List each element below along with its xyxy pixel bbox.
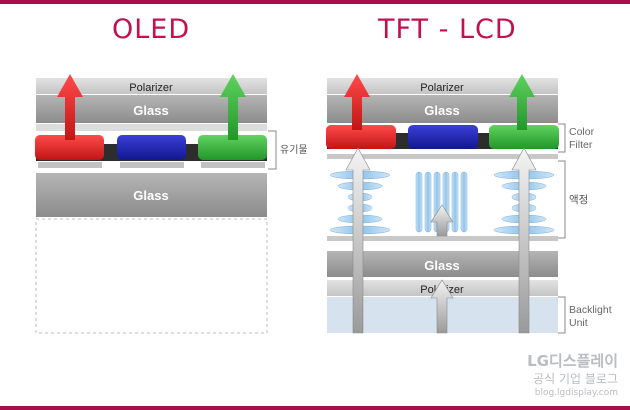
lcd-polarizer-top-label: Polarizer: [420, 82, 464, 94]
watermark-brand: LG디스플레이: [527, 352, 618, 370]
watermark-subtitle: 공식 기업 블로그: [533, 372, 618, 386]
oled-glass-top-label: Glass: [133, 103, 168, 118]
lcd-color-filter-label-line2: Filter: [569, 139, 593, 151]
lcd-backlight-label-line2: Unit: [569, 317, 588, 329]
lcd-lc-upper-boundary: [327, 154, 558, 159]
oled-tft-pad-1: [38, 162, 102, 168]
oled-thin-layer: [36, 124, 267, 131]
oled-title: OLED: [112, 14, 191, 45]
oled-red-arrow: [57, 74, 83, 140]
lcd-backlight-bracket: [558, 296, 566, 334]
lcd-liquid-crystal-label: 액정: [569, 194, 588, 206]
lcd-filter-red: [326, 125, 396, 149]
lcd-light-arrow-right: [511, 147, 537, 334]
lcd-polarizer-top-layer: [327, 78, 558, 94]
lcd-liquid-crystal-bracket: [558, 160, 566, 239]
oled-green-arrow: [220, 74, 246, 140]
top-accent-bar: [0, 0, 630, 4]
oled-tft-pad-3: [201, 162, 265, 168]
lcd-glass-bottom-label: Glass: [424, 258, 459, 273]
lcd-backlight-label-line1: Backlight: [569, 304, 612, 316]
oled-subpixel-blue: [117, 135, 186, 160]
oled-stack: Polarizer Glass Glass 유기물: [35, 74, 308, 334]
lcd-filter-blue: [408, 125, 478, 149]
oled-polarizer-label: Polarizer: [129, 82, 173, 94]
lcd-lc-lower-boundary: [327, 236, 558, 241]
oled-glass-bottom-layer: [36, 173, 267, 217]
lcd-light-arrow-left: [345, 147, 371, 334]
oled-tft-pad-2: [120, 162, 184, 168]
oled-glass-bottom-label: Glass: [133, 188, 168, 203]
oled-subpixel-green: [198, 135, 267, 160]
oled-empty-area: [35, 218, 268, 334]
lcd-light-arrow-middle-upper: [430, 204, 454, 237]
bottom-accent-bar: [0, 406, 630, 410]
oled-subpixel-red: [35, 135, 104, 160]
oled-organic-bracket: [268, 130, 277, 170]
lcd-filter-green: [489, 125, 559, 149]
lcd-title: TFT - LCD: [378, 14, 517, 45]
watermark-url: blog.lgdisplay.com: [534, 388, 618, 398]
oled-organic-label: 유기물: [280, 144, 308, 156]
lcd-green-arrow: [509, 74, 535, 130]
lcd-light-arrow-middle-lower: [430, 279, 454, 334]
lcd-color-filter-label-line1: Color: [569, 126, 595, 138]
oled-polarizer-layer: [36, 78, 267, 94]
lcd-glass-top-label: Glass: [424, 103, 459, 118]
lcd-color-filter-bracket: [558, 123, 566, 153]
lcd-stack: Polarizer Glass: [326, 74, 612, 334]
lcd-red-arrow: [344, 74, 370, 130]
